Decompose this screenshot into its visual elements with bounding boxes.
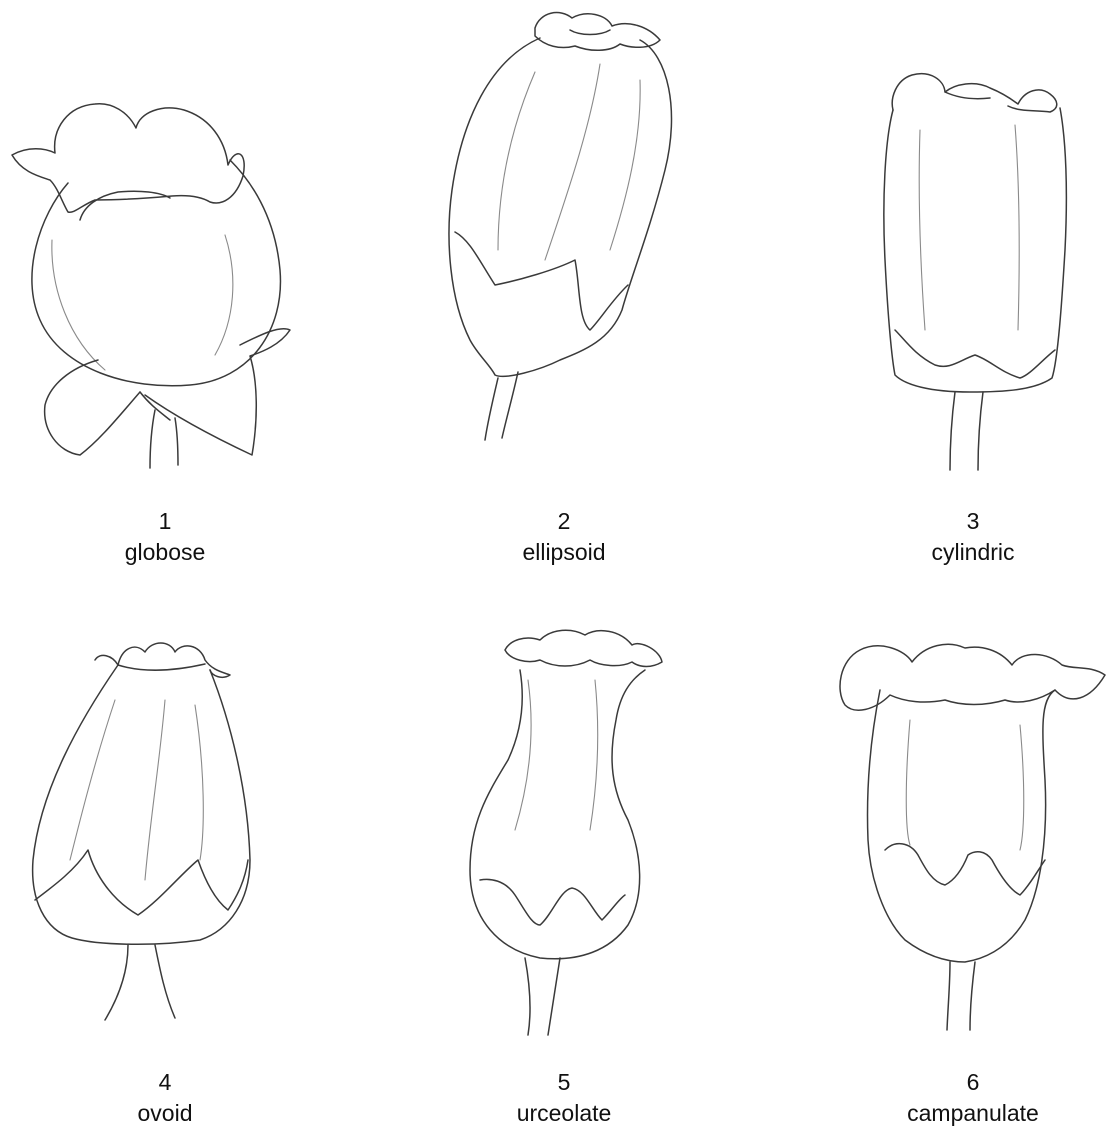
caption-globose: 1 globose — [35, 506, 295, 568]
drawing-campanulate — [840, 644, 1105, 1030]
ellipsoid-vein-3 — [610, 80, 640, 250]
caption-cylindric: 3 cylindric — [843, 506, 1103, 568]
urceolate-rim — [505, 630, 662, 666]
campanulate-calyx — [885, 844, 1045, 895]
figure-number: 6 — [843, 1067, 1103, 1098]
drawing-globose — [12, 104, 290, 468]
campanulate-stem-right — [970, 962, 975, 1030]
figure-name: globose — [35, 537, 295, 568]
campanulate-stem-left — [947, 962, 950, 1030]
caption-ovoid: 4 ovoid — [35, 1067, 295, 1129]
campanulate-vein-2 — [1020, 725, 1024, 850]
figure-name: cylindric — [843, 537, 1103, 568]
globose-lobe-left — [12, 104, 244, 213]
campanulate-rim — [840, 644, 1105, 710]
cylindric-body — [884, 108, 1067, 392]
drawing-ovoid — [33, 643, 250, 1020]
caption-campanulate: 6 campanulate — [843, 1067, 1103, 1129]
cylindric-rim-inner — [945, 92, 990, 99]
ovoid-rim — [95, 643, 230, 677]
caption-ellipsoid: 2 ellipsoid — [434, 506, 694, 568]
campanulate-vein-1 — [906, 720, 910, 845]
ovoid-body — [33, 665, 250, 944]
cylindric-vein-2 — [1015, 125, 1019, 330]
ellipsoid-cap — [535, 13, 660, 51]
ovoid-stem-right — [155, 945, 175, 1018]
urceolate-calyx — [480, 879, 625, 925]
cylindric-vein-1 — [919, 130, 925, 330]
globose-vein-2 — [215, 235, 233, 355]
globose-corolla-body — [32, 160, 281, 386]
globose-sepal-mid — [140, 392, 170, 420]
globose-vein-1 — [52, 240, 105, 370]
figure-number: 1 — [35, 506, 295, 537]
cylindric-calyx — [895, 330, 1055, 378]
ovoid-rim-inner — [118, 664, 205, 670]
ellipsoid-stem-left — [485, 378, 498, 440]
drawing-ellipsoid — [449, 13, 672, 440]
campanulate-body — [868, 690, 1056, 962]
globose-stem-right — [175, 418, 178, 465]
figure-name: urceolate — [434, 1098, 694, 1129]
figure-name: ovoid — [35, 1098, 295, 1129]
ovoid-vein-3 — [195, 705, 203, 860]
ovoid-vein-1 — [70, 700, 115, 860]
globose-sepal-right — [145, 329, 290, 455]
figure-number: 5 — [434, 1067, 694, 1098]
urceolate-body — [470, 670, 645, 959]
ovoid-vein-2 — [145, 700, 165, 880]
globose-sepal-left — [45, 360, 140, 455]
ellipsoid-stem-right — [502, 372, 518, 438]
globose-stem-left — [150, 410, 155, 468]
ellipsoid-body — [449, 38, 672, 376]
caption-urceolate: 5 urceolate — [434, 1067, 694, 1129]
urceolate-stem-right — [548, 958, 560, 1035]
ovoid-stem-left — [105, 945, 128, 1020]
globose-lobe-front — [80, 191, 170, 220]
ellipsoid-vein-2 — [545, 64, 600, 260]
drawing-cylindric — [884, 74, 1067, 470]
drawing-urceolate — [470, 630, 662, 1035]
ellipsoid-vein-1 — [498, 72, 535, 250]
ellipsoid-cap-inner — [570, 30, 610, 35]
cylindric-rim — [892, 74, 1057, 112]
figure-number: 3 — [843, 506, 1103, 537]
urceolate-vein-2 — [590, 680, 598, 830]
figure-name: ellipsoid — [434, 537, 694, 568]
urceolate-stem-left — [525, 958, 530, 1035]
figure-name: campanulate — [843, 1098, 1103, 1129]
urceolate-vein-1 — [515, 680, 531, 830]
cylindric-stem-right — [978, 392, 983, 470]
ovoid-calyx — [35, 850, 248, 915]
ellipsoid-calyx — [455, 232, 628, 330]
figure-number: 2 — [434, 506, 694, 537]
cylindric-stem-left — [950, 392, 955, 470]
figure-number: 4 — [35, 1067, 295, 1098]
